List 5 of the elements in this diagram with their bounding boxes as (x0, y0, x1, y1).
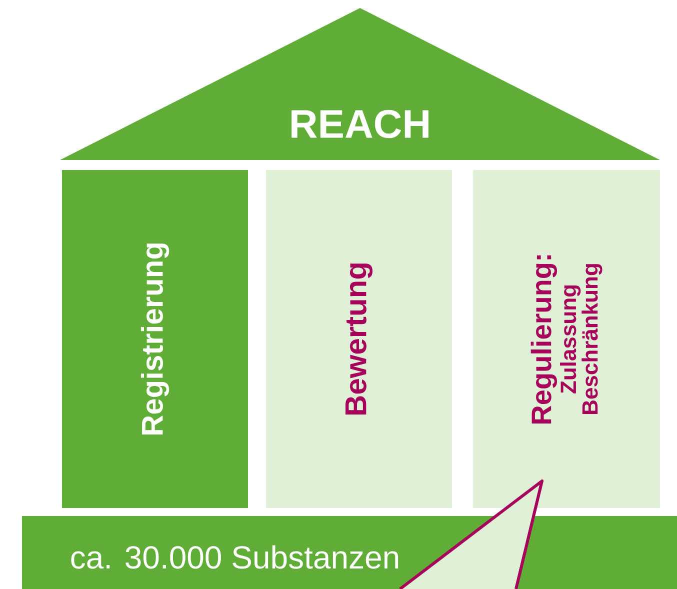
base-label: ca. 30.000 Substanzen (71, 545, 398, 569)
roof-triangle: REACH (60, 8, 660, 160)
pillar-box: Bewertung (266, 170, 452, 508)
pillar-box: Registrierung (62, 170, 248, 508)
pillar-box: Regulierung: Zulassung Beschränkung (473, 170, 660, 508)
